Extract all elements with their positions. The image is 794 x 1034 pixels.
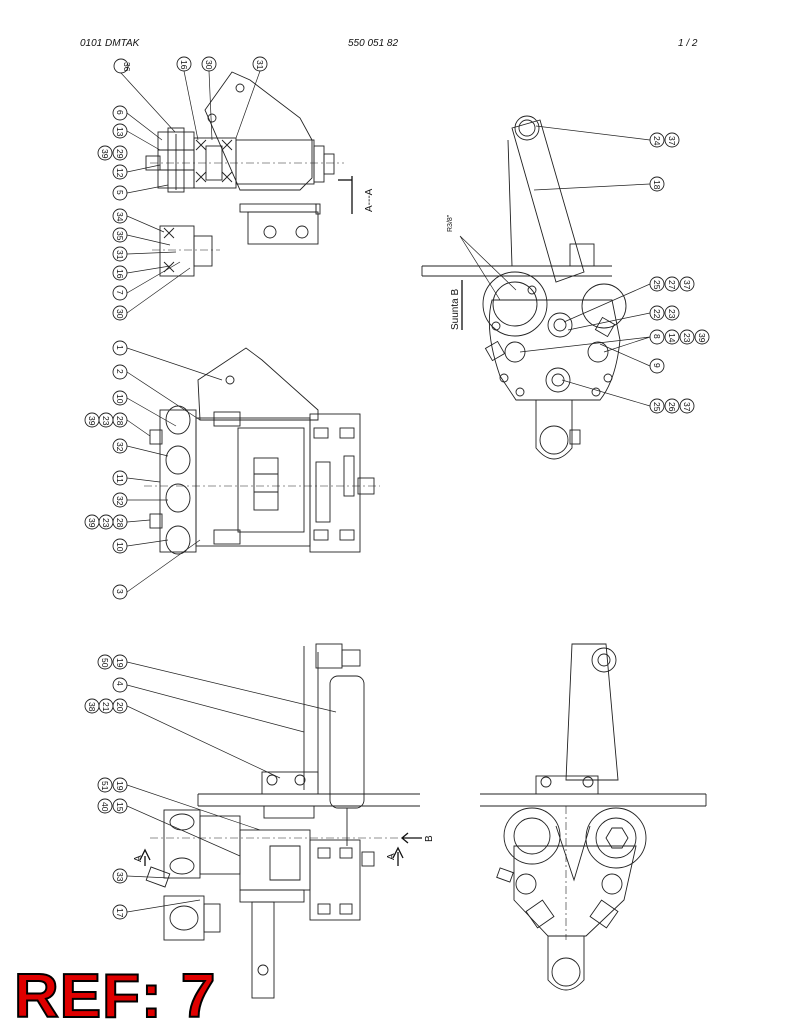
- svg-text:39: 39: [87, 416, 97, 426]
- svg-text:11: 11: [115, 474, 125, 483]
- svg-text:16: 16: [115, 269, 125, 279]
- svg-text:39: 39: [87, 518, 97, 528]
- svg-text:19: 19: [115, 781, 125, 791]
- top-right-view-b: Suunta B R3/8": [421, 115, 627, 460]
- svg-text:2: 2: [115, 369, 125, 374]
- ref-label: REF: 7: [13, 962, 217, 1031]
- svg-text:24: 24: [652, 136, 662, 146]
- svg-text:15: 15: [115, 802, 125, 812]
- svg-text:27: 27: [667, 280, 677, 290]
- leaders-middle-left: [126, 347, 223, 593]
- svg-text:1: 1: [115, 345, 125, 350]
- svg-text:22: 22: [652, 309, 662, 319]
- svg-text:25: 25: [652, 280, 662, 290]
- svg-text:23: 23: [667, 309, 677, 319]
- svg-text:16: 16: [179, 60, 189, 70]
- balloons-bottom-left: 50 19 4 38 21 20 51 19 40 15 33 17: [84, 654, 128, 920]
- svg-text:32: 32: [115, 496, 125, 506]
- bottom-right-end-view: [480, 643, 707, 991]
- svg-text:39: 39: [100, 149, 110, 159]
- section-aa-label: A---A: [364, 188, 375, 212]
- svg-text:25: 25: [652, 402, 662, 412]
- svg-text:37: 37: [682, 280, 692, 290]
- svg-text:39: 39: [697, 333, 707, 343]
- svg-text:17: 17: [115, 908, 125, 918]
- thread-label: R3/8": [447, 214, 454, 232]
- svg-text:10: 10: [115, 394, 125, 404]
- svg-text:26: 26: [667, 402, 677, 412]
- view-b-label: Suunta B: [450, 289, 461, 330]
- svg-text:23: 23: [101, 416, 111, 426]
- svg-text:33: 33: [115, 872, 125, 882]
- svg-text:7: 7: [115, 290, 125, 295]
- svg-text:14: 14: [667, 333, 677, 343]
- svg-text:23: 23: [101, 518, 111, 528]
- svg-text:28: 28: [115, 518, 125, 528]
- svg-text:29: 29: [115, 149, 125, 159]
- svg-text:21: 21: [101, 702, 111, 712]
- svg-text:18: 18: [652, 180, 662, 190]
- arrow-b: B: [424, 835, 435, 842]
- arrow-a-left: A: [133, 855, 144, 862]
- svg-text:34: 34: [115, 212, 125, 222]
- svg-text:32: 32: [115, 442, 125, 452]
- svg-text:30: 30: [204, 60, 214, 70]
- svg-text:30: 30: [115, 309, 125, 319]
- part-number: 550 051 82: [348, 38, 399, 49]
- leaders-top-left: [120, 70, 261, 314]
- balloons-middle-left: 1 2 10 39 23 28 32 11 32 39 23 28 10 3: [84, 340, 128, 600]
- svg-text:51: 51: [100, 781, 110, 791]
- balloons-top-right: 24 37 18 25 27 37 22 23 8 14 23 39 9 25 …: [649, 132, 710, 414]
- svg-text:12: 12: [115, 168, 125, 178]
- svg-text:3: 3: [115, 589, 125, 594]
- svg-text:50: 50: [100, 658, 110, 668]
- svg-text:20: 20: [115, 702, 125, 712]
- svg-text:4: 4: [115, 681, 125, 686]
- middle-left-front-view: [144, 347, 380, 555]
- balloons-top-left: 36 16 30 31 6 13 39 29 12 5 34 35 31 16 …: [97, 56, 268, 321]
- svg-text:9: 9: [652, 363, 662, 368]
- svg-text:8: 8: [652, 334, 662, 339]
- svg-text:37: 37: [667, 136, 677, 146]
- svg-text:23: 23: [682, 333, 692, 343]
- svg-text:28: 28: [115, 416, 125, 426]
- bottom-left-side-view: A A B: [133, 643, 435, 999]
- svg-text:13: 13: [115, 127, 125, 137]
- svg-text:31: 31: [115, 250, 125, 260]
- svg-text:19: 19: [115, 658, 125, 668]
- document-code: 0101 DMTAK: [80, 38, 140, 49]
- top-left-assembly-view: A---A: [145, 71, 375, 277]
- arrow-a-right: A: [386, 853, 397, 860]
- svg-text:10: 10: [115, 542, 125, 552]
- page-indicator: 1 / 2: [678, 38, 698, 49]
- svg-text:36: 36: [122, 62, 132, 72]
- svg-text:31: 31: [255, 60, 265, 70]
- svg-text:5: 5: [115, 190, 125, 195]
- svg-text:6: 6: [115, 110, 125, 115]
- leaders-top-right: [519, 125, 651, 407]
- leaders-bottom-left: [126, 661, 337, 913]
- svg-text:37: 37: [682, 402, 692, 412]
- svg-text:40: 40: [100, 802, 110, 812]
- svg-text:38: 38: [87, 702, 97, 712]
- svg-text:35: 35: [115, 231, 125, 241]
